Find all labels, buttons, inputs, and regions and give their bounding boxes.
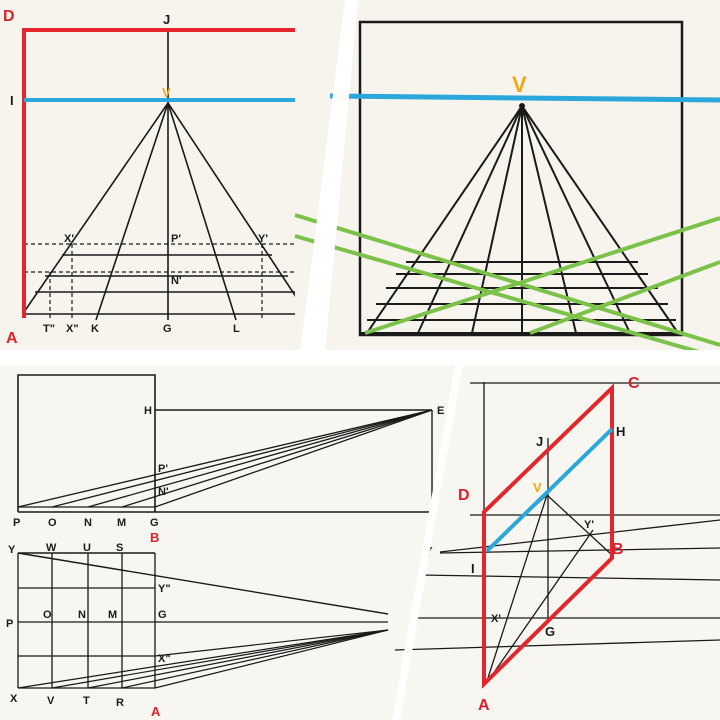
plan-visual-rays [17, 629, 389, 689]
vanishing-point [519, 103, 525, 109]
label-g-elev: G [150, 517, 159, 529]
label-t-dprime: T" [43, 323, 55, 335]
label-r-plan: R [116, 697, 124, 709]
label-u-plan: U [83, 542, 91, 554]
label-o-plan: O [43, 609, 52, 621]
dashed-construction-lines [24, 243, 306, 318]
label-p-elev: P [13, 517, 20, 529]
panel-divider [300, 0, 358, 352]
label-l: L [233, 323, 240, 335]
label-n-prime: N' [171, 275, 182, 287]
label-k: K [91, 323, 99, 335]
picture-frame [358, 20, 684, 337]
label-d-br: D [458, 487, 470, 504]
panel-bottom-left: H E P' N' P O N M G B Y W U S Y" P O N M… [0, 365, 455, 720]
label-y-prime: Y' [258, 233, 268, 245]
label-y-prime-br: Y' [584, 519, 594, 531]
orthogonal-lines [23, 102, 307, 321]
label-i-br: I [471, 561, 475, 576]
label-a-br: A [478, 697, 490, 714]
label-x-plan: X [10, 693, 18, 705]
horizon-line-oblique [485, 427, 614, 553]
plan-grid [17, 553, 388, 689]
panel-top-left-background [0, 0, 325, 350]
label-h-br: H [616, 424, 625, 439]
label-b-br: B [612, 541, 624, 558]
picture-plane-frame-oblique [482, 383, 614, 689]
label-c-br: C [628, 375, 640, 392]
label-x-prime: X' [64, 233, 74, 245]
label-e: E [437, 405, 444, 417]
label-n-prime-elev: N' [158, 486, 169, 498]
label-v-plan: V [47, 695, 55, 707]
elevation-visual-rays [17, 409, 433, 508]
label-m-elev: M [117, 517, 126, 529]
label-j: J [163, 12, 170, 27]
construction-lines [394, 382, 720, 685]
elevation-box [17, 374, 156, 512]
label-y-dprime: Y" [158, 583, 171, 595]
label-p-prime: P' [171, 233, 181, 245]
label-b-red: B [150, 530, 159, 545]
panel-top-left: D C A J I H V X' Y' P' N' T" X" K G L [0, 0, 328, 350]
label-p-prime-elev: P' [158, 463, 168, 475]
label-v-right: V [512, 72, 527, 97]
panel-bottom-right-background [455, 365, 720, 720]
label-p-plan: P [6, 618, 13, 630]
panel-divider-horizontal [0, 350, 720, 365]
label-y-plan: Y [8, 544, 16, 556]
panel-bottom-right: C H J D V Y I Y' B X' G A [394, 365, 720, 720]
label-o-elev: O [48, 517, 57, 529]
label-d: D [3, 8, 15, 25]
panel-bottom-left-background [0, 365, 455, 720]
label-i: I [10, 93, 14, 108]
transversal-lines [35, 254, 298, 293]
label-v: V [162, 85, 171, 100]
label-g: G [163, 323, 172, 335]
panel-top-right: V [294, 0, 720, 360]
label-s-plan: S [116, 542, 123, 554]
label-h-elev: H [144, 405, 152, 417]
label-x-prime-br: X' [491, 613, 501, 625]
diagonal-measuring-lines [294, 213, 720, 360]
label-w-plan: W [46, 542, 57, 554]
label-n-elev: N [84, 517, 92, 529]
label-a: A [6, 330, 18, 347]
label-g-plan: G [158, 609, 167, 621]
horizon-line-right [329, 93, 720, 103]
panel-divider-bottom [392, 365, 463, 720]
label-m-plan: M [108, 609, 117, 621]
label-n-plan: N [78, 609, 86, 621]
label-j-br: J [536, 434, 543, 449]
label-x-dprime-plan: X" [158, 653, 171, 665]
label-g-br: G [545, 624, 555, 639]
label-t-plan: T [83, 695, 90, 707]
label-x-dprime: X" [66, 323, 79, 335]
label-a-red: A [151, 704, 161, 719]
label-v-br: V [533, 480, 542, 495]
plan-upper-ray [17, 552, 389, 615]
